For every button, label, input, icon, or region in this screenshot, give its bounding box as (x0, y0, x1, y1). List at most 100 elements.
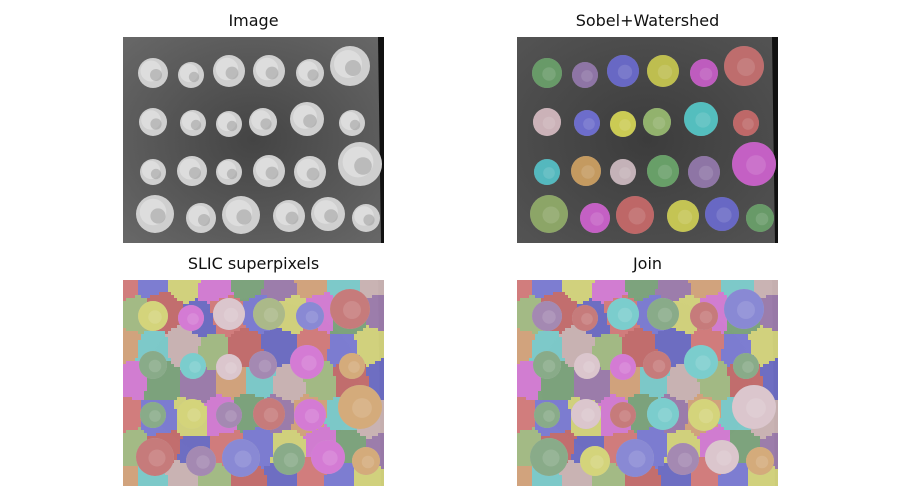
panel-watershed: Sobel+Watershed (517, 11, 778, 243)
coin (733, 110, 759, 136)
coin (647, 298, 679, 330)
coin (746, 447, 774, 475)
coin (574, 110, 600, 136)
coin (216, 159, 242, 185)
coin (610, 159, 636, 185)
coin (732, 142, 776, 186)
coin (571, 399, 601, 429)
coin (253, 55, 285, 87)
coin (138, 301, 168, 331)
coin (311, 197, 345, 231)
coin (607, 298, 639, 330)
coin (610, 111, 636, 137)
coin (139, 108, 167, 136)
coin (532, 58, 562, 88)
coin (249, 108, 277, 136)
panel-join: Join (517, 254, 778, 486)
coin (533, 108, 561, 136)
coin (705, 440, 739, 474)
coin (222, 196, 260, 234)
coin (177, 399, 207, 429)
panel-image-slic (123, 280, 384, 486)
coin (213, 55, 245, 87)
panel-slic: SLIC superpixels (123, 254, 384, 486)
coin (253, 155, 285, 187)
coin (746, 204, 774, 232)
coin (222, 439, 260, 477)
coin (330, 289, 370, 329)
coin (610, 402, 636, 428)
coin (572, 62, 598, 88)
coin (571, 156, 601, 186)
coin (294, 399, 326, 431)
coin (732, 385, 776, 429)
panel-title: Sobel+Watershed (575, 11, 720, 30)
coin (533, 351, 561, 379)
coin (616, 439, 654, 477)
coin (647, 398, 679, 430)
coin (294, 156, 326, 188)
coin (352, 447, 380, 475)
coin (339, 110, 365, 136)
coin (178, 62, 204, 88)
coin (667, 443, 699, 475)
coin (290, 102, 324, 136)
panel-title: SLIC superpixels (187, 254, 320, 273)
coin (136, 195, 174, 233)
coin (352, 204, 380, 232)
coin (690, 302, 718, 330)
coin (178, 305, 204, 331)
coin (339, 353, 365, 379)
coin (684, 102, 718, 136)
coin (643, 108, 671, 136)
panel-image-image (123, 37, 384, 243)
coin (705, 197, 739, 231)
coin (216, 402, 242, 428)
coin (733, 353, 759, 379)
coin (610, 354, 636, 380)
coin (177, 156, 207, 186)
coin (138, 58, 168, 88)
coin (572, 305, 598, 331)
coin (249, 351, 277, 379)
panel-title: Image (228, 11, 279, 30)
coin (186, 446, 216, 476)
coin (296, 302, 324, 330)
coin (213, 298, 245, 330)
coin (330, 46, 370, 86)
coin (688, 399, 720, 431)
coin (338, 385, 382, 429)
coin (574, 353, 600, 379)
coin (643, 351, 671, 379)
coin (338, 142, 382, 186)
panel-image: Image (123, 11, 384, 243)
coin (607, 55, 639, 87)
coin (180, 353, 206, 379)
coin (647, 55, 679, 87)
coin (690, 59, 718, 87)
coin (311, 440, 345, 474)
coin (616, 196, 654, 234)
coin (216, 111, 242, 137)
coin (580, 446, 610, 476)
coin (684, 345, 718, 379)
coin (140, 159, 166, 185)
coin (273, 443, 305, 475)
coin (580, 203, 610, 233)
coin (647, 155, 679, 187)
coin (530, 195, 568, 233)
coin (186, 203, 216, 233)
coin (534, 159, 560, 185)
coin (530, 438, 568, 476)
coin (532, 301, 562, 331)
coin (724, 46, 764, 86)
panel-image-watershed (517, 37, 778, 243)
coin (667, 200, 699, 232)
coin (180, 110, 206, 136)
coin (139, 351, 167, 379)
panel-image-join (517, 280, 778, 486)
coin (296, 59, 324, 87)
coin (253, 398, 285, 430)
coin (273, 200, 305, 232)
coin (534, 402, 560, 428)
